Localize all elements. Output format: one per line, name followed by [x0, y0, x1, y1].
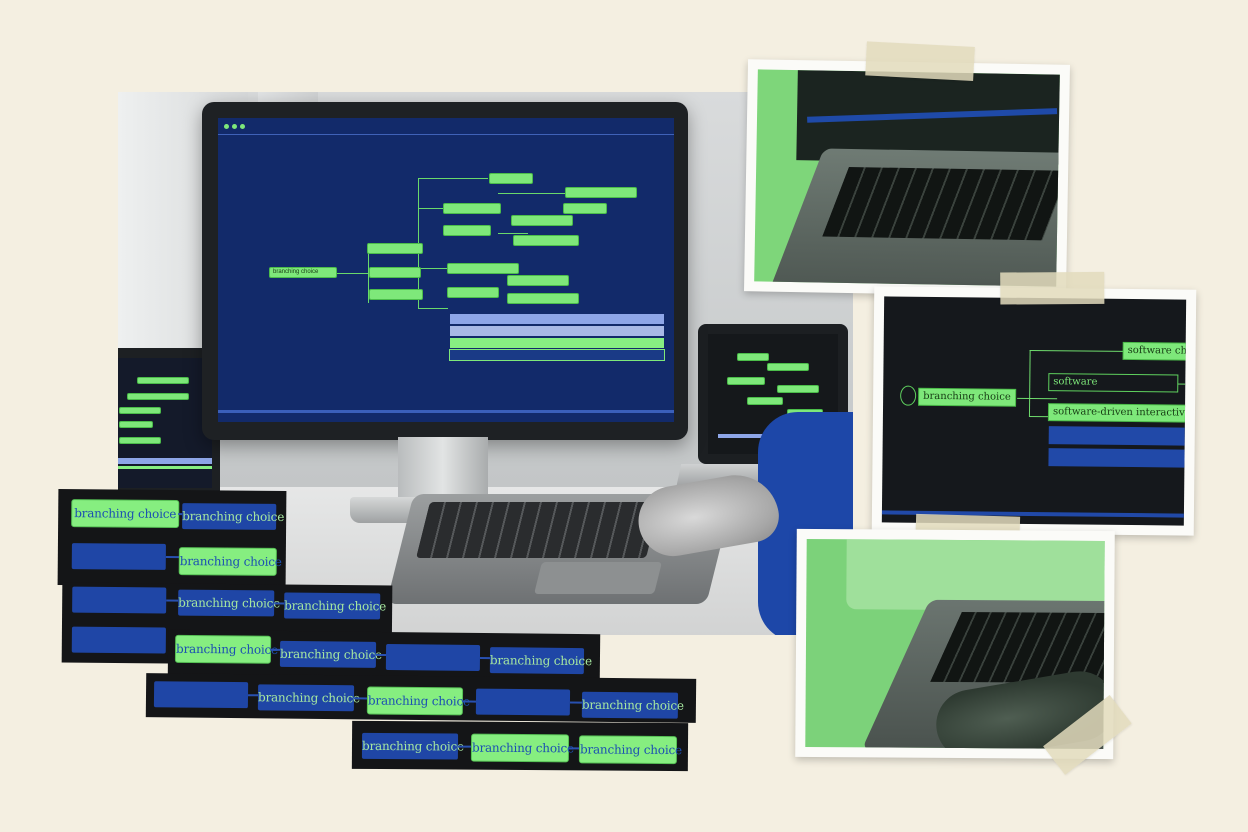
blank-choice-button[interactable] [71, 543, 166, 570]
button-label: branching choice [178, 595, 281, 611]
branching-choice-button[interactable]: branching choice [182, 503, 284, 530]
flow-node[interactable] [512, 216, 572, 225]
title-bar-line [218, 134, 674, 135]
button-label: branching choice [279, 646, 383, 662]
flow-node-label: software [1053, 376, 1098, 388]
button-label: branching choice [367, 693, 470, 709]
button-label: branching choice [179, 554, 282, 569]
button-label: branching choice [361, 738, 464, 754]
left-laptop-screen [118, 358, 212, 488]
flow-root-node[interactable]: branching choice [270, 268, 336, 277]
main-photo: branching choice [118, 92, 853, 635]
button-label: branching choice [257, 690, 361, 706]
snapshot-screen: branching choice software choi software … [881, 296, 1187, 526]
flow-node[interactable] [370, 290, 422, 299]
flow-node[interactable] [368, 244, 422, 253]
branching-choice-button[interactable]: branching choice [257, 684, 360, 712]
flow-node[interactable] [508, 276, 568, 285]
branching-choice-button[interactable]: branching choice [175, 635, 278, 663]
flow-node[interactable] [508, 294, 578, 303]
button-label: branching choice [284, 598, 387, 614]
flow-root-node[interactable]: branching choice [919, 388, 1015, 406]
button-strip: branching choice branching choice branch… [145, 673, 697, 723]
flow-node-label: software-driven interactivity [1052, 406, 1187, 419]
snapshot-flowchart: branching choice software choi software … [871, 271, 1197, 547]
snapshot-image [805, 538, 1105, 750]
flow-root-label: branching choice [923, 390, 1011, 403]
window-dot-icon[interactable] [240, 124, 245, 129]
snapshot-laptop-top [744, 41, 1070, 297]
list-row[interactable] [450, 350, 664, 360]
status-bar [218, 410, 674, 413]
list-row[interactable] [450, 326, 664, 336]
window-dot-icon[interactable] [232, 124, 237, 129]
button-label: branching choice [489, 653, 592, 669]
flow-node[interactable] [514, 236, 578, 245]
blank-choice-button[interactable] [153, 681, 249, 709]
branching-choice-button[interactable]: branching choice [179, 548, 282, 575]
flow-node[interactable] [448, 288, 498, 297]
blank-choice-button[interactable] [475, 688, 571, 716]
branching-choice-button[interactable]: branching choice [489, 647, 592, 675]
snapshot-image [754, 69, 1060, 287]
branching-choice-button[interactable]: branching choice [279, 640, 382, 668]
flow-root-label: branching choice [273, 269, 319, 275]
flow-node[interactable] [448, 264, 518, 273]
branching-choice-button[interactable]: branching choice [361, 732, 464, 760]
flow-node[interactable] [566, 188, 636, 197]
list-row[interactable] [450, 314, 664, 324]
monitor-screen: branching choice [218, 118, 674, 422]
tape [1000, 271, 1105, 305]
flow-loop-icon [901, 387, 915, 405]
flow-node[interactable] [564, 204, 606, 213]
snapshot-laptop-hand [795, 528, 1132, 775]
list-row[interactable] [1048, 426, 1185, 446]
tape [865, 41, 975, 82]
button-label: branching choice [579, 742, 682, 758]
branching-choice-button[interactable]: branching choice [178, 589, 280, 617]
button-label: branching choice [182, 509, 285, 524]
flow-node-top[interactable]: software choi [1123, 342, 1187, 360]
flow-node-main[interactable]: software-driven interactivity [1048, 404, 1187, 422]
trackpad [534, 562, 662, 594]
button-strip: branching choice branching choice branch… [167, 629, 601, 681]
flow-node[interactable] [444, 226, 490, 235]
list-row[interactable] [450, 338, 664, 348]
branching-choice-button[interactable]: branching choice [72, 500, 179, 528]
blank-choice-button[interactable] [71, 626, 166, 654]
blank-choice-button[interactable] [72, 586, 167, 614]
branching-choice-button[interactable]: branching choice [471, 734, 574, 762]
keyboard [416, 502, 660, 558]
branching-choice-button[interactable]: branching choice [581, 691, 684, 719]
button-label: branching choice [175, 641, 279, 657]
branching-choice-button[interactable]: branching choice [579, 736, 682, 764]
button-label: branching choice [74, 506, 177, 522]
branching-choice-button[interactable]: branching choice [367, 687, 470, 715]
button-label: branching choice [471, 740, 574, 756]
button-strip: branching choice branching choice branch… [351, 720, 689, 772]
flow-node-mid[interactable]: software [1049, 374, 1178, 392]
button-strip: branching choice branching choice branch… [57, 489, 287, 587]
branching-choice-button[interactable]: branching choice [284, 592, 386, 620]
flow-node[interactable] [370, 268, 420, 277]
list-row[interactable] [1048, 448, 1185, 468]
blank-choice-button[interactable] [385, 644, 481, 672]
window-dot-icon[interactable] [224, 124, 229, 129]
flow-node-label: software choi [1127, 344, 1187, 357]
flow-node[interactable] [490, 174, 532, 183]
flow-node[interactable] [444, 204, 500, 213]
button-label: branching choice [581, 697, 684, 713]
